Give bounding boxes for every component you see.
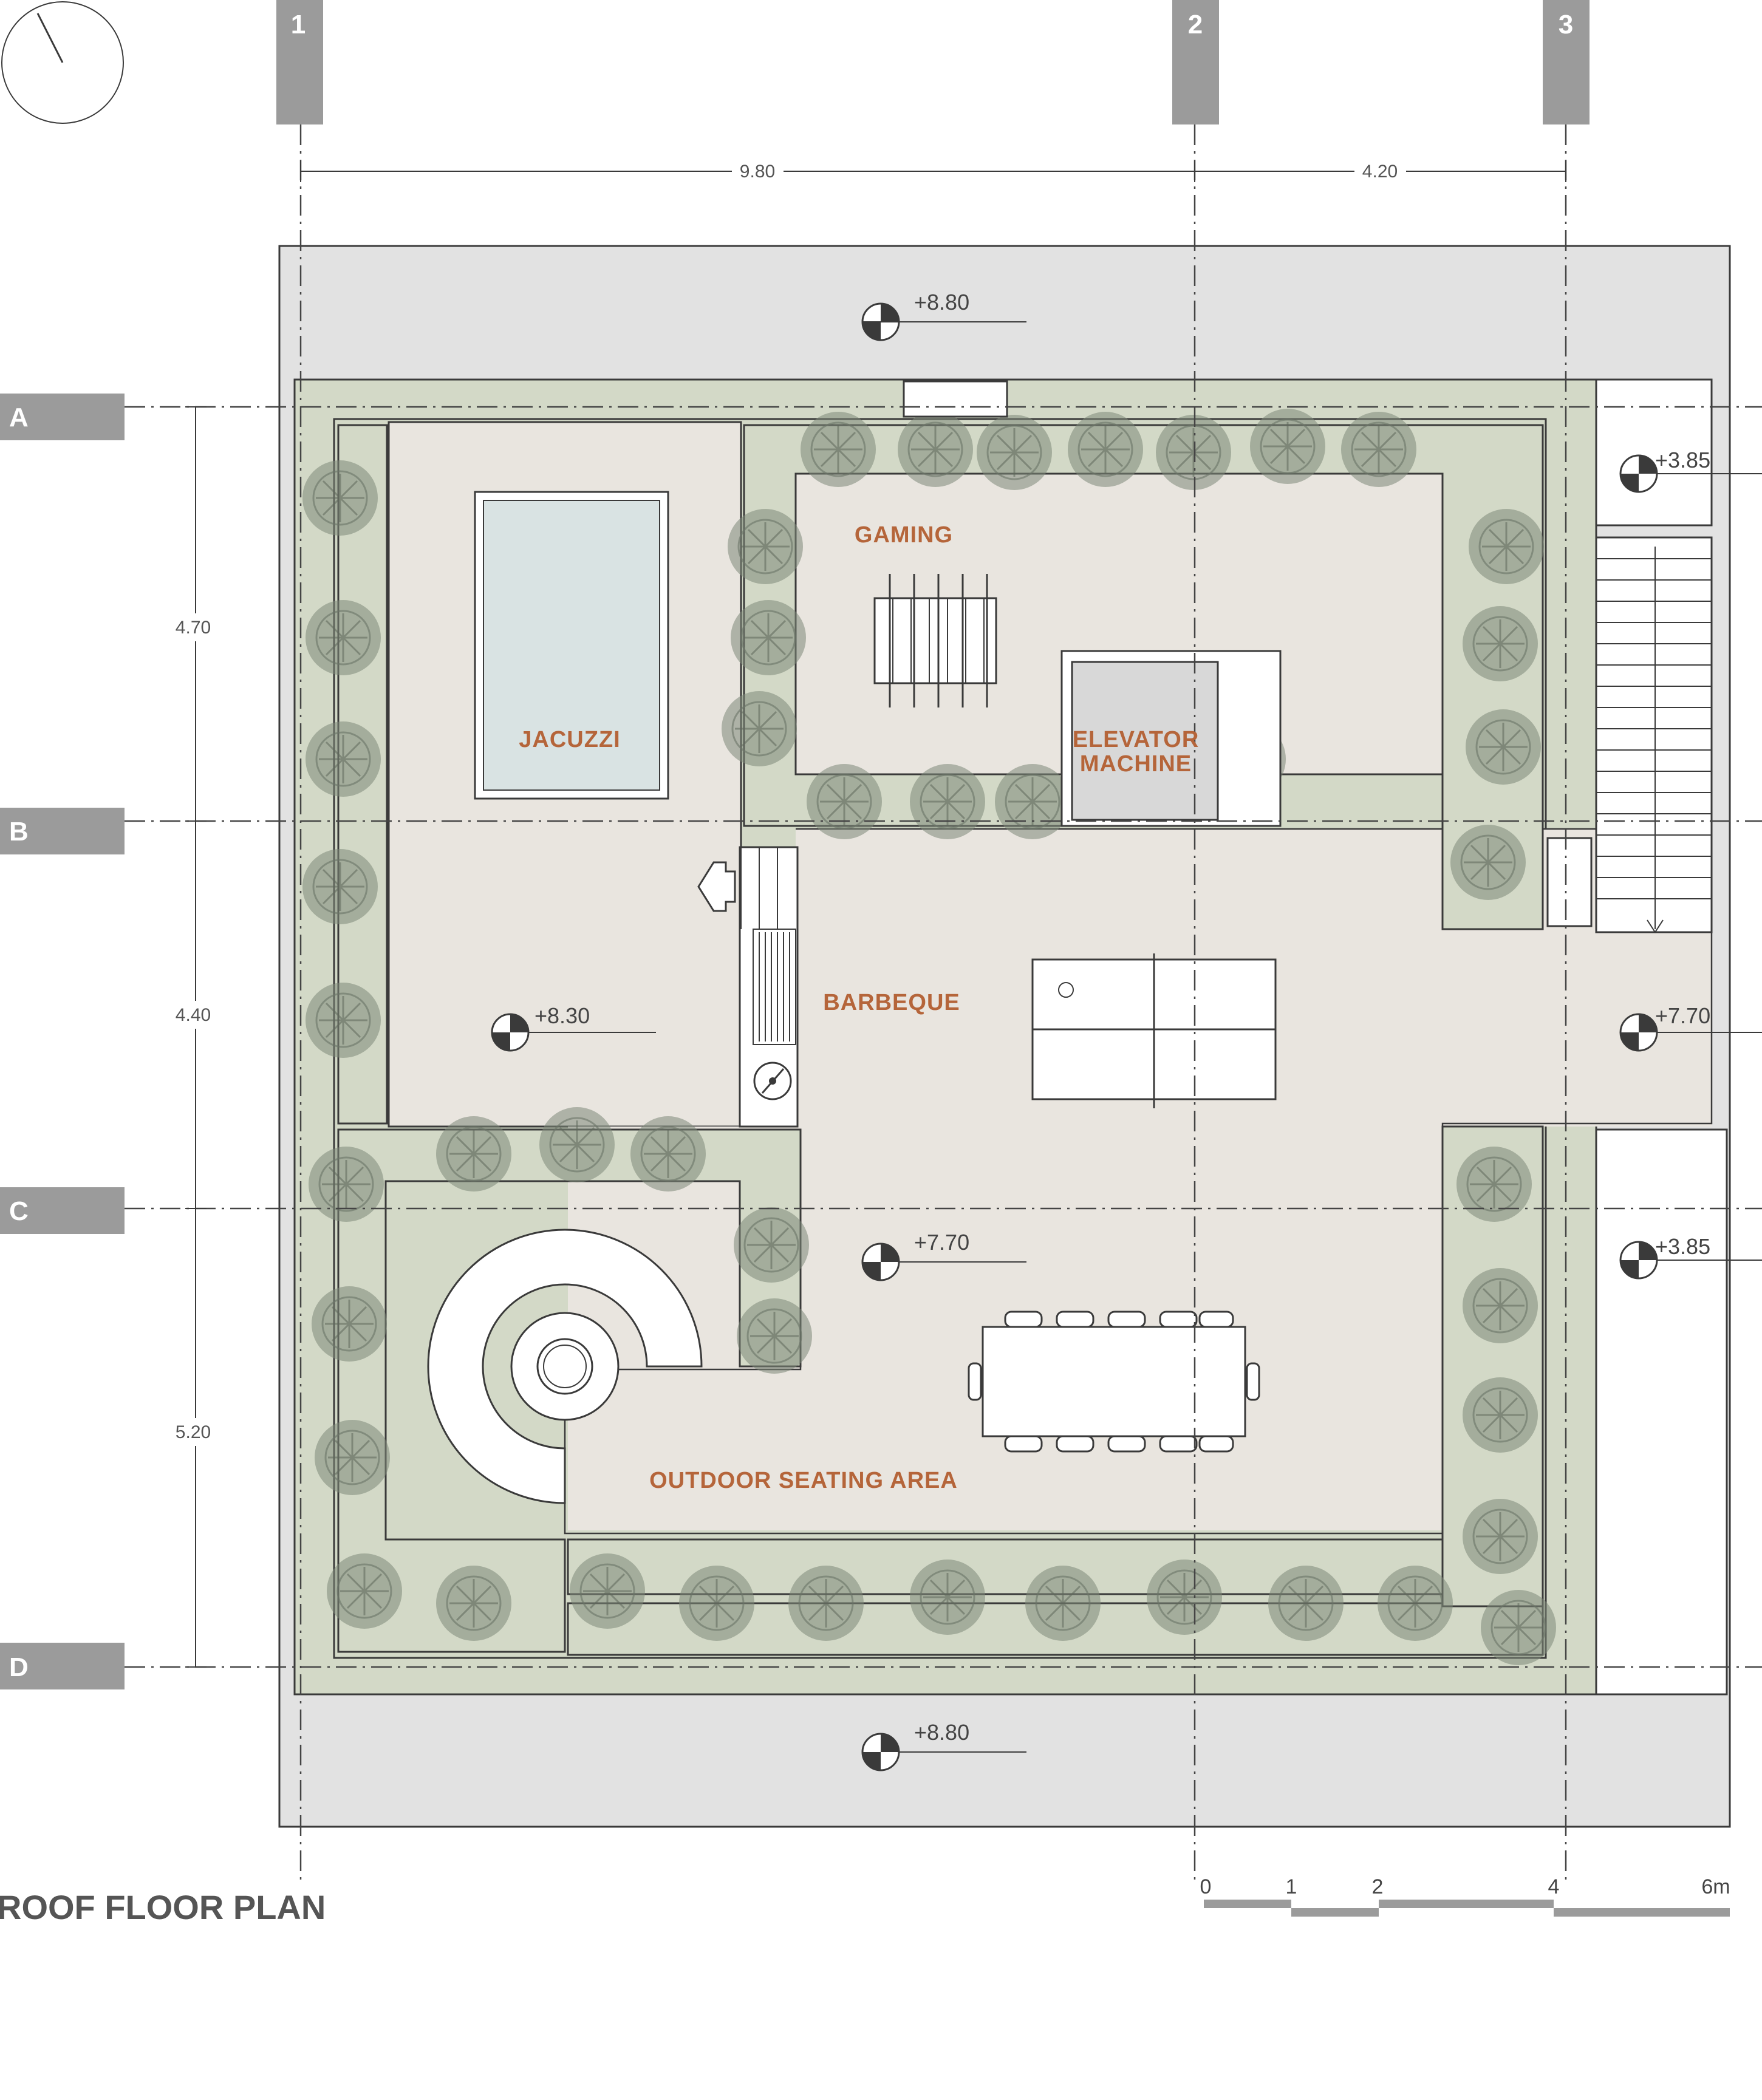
grid-tag-label: 1 (291, 10, 306, 39)
barbeque-grill-icon (753, 929, 796, 1045)
level-text: +3.85 (1655, 1234, 1710, 1259)
scale-bar: 0 1 2 4 6m (1200, 1875, 1730, 1917)
stair-landing-bottom (1595, 1128, 1728, 1696)
table-tennis-table-icon (1031, 953, 1277, 1108)
grid-tag-label: A (9, 403, 29, 432)
dimension-4-20: 4.20 (1362, 162, 1398, 182)
grid-tag-label: 2 (1188, 10, 1203, 39)
room-label-elevator-line1: ELEVATOR (1073, 727, 1200, 752)
grid-tag-3: 3 (1543, 0, 1590, 124)
dimension-9-80: 9.80 (740, 162, 775, 182)
level-marker-seating: +7.70 (861, 1230, 1026, 1281)
dimension-5-20: 5.20 (176, 1422, 211, 1442)
grid-tag-label: D (9, 1652, 29, 1682)
grid-tag-A: A (0, 394, 125, 440)
roof-hatch-top (903, 380, 1008, 418)
level-marker-top: +8.80 (861, 290, 1026, 341)
level-marker-jacuzzi: +8.30 (491, 1003, 656, 1052)
elevator-machine-core (1071, 661, 1219, 821)
scale-label-1: 1 (1286, 1875, 1297, 1898)
room-label-elevator-line2: MACHINE (1080, 751, 1192, 777)
level-text: +8.80 (914, 1720, 969, 1745)
grid-tag-label: 3 (1559, 10, 1573, 39)
level-text: +8.80 (914, 290, 969, 315)
dimension-line-horizontal: 9.80 4.20 (300, 159, 1566, 183)
step-lines (740, 847, 778, 929)
grid-tag-D: D (0, 1643, 125, 1689)
grid-tag-C: C (0, 1187, 125, 1234)
level-marker-right-top: +3.85 (1619, 448, 1762, 493)
jacuzzi-water (483, 500, 660, 791)
stair-landing-top (1595, 378, 1713, 527)
level-marker-right-mid: +7.70 (1619, 1003, 1762, 1052)
foosball-table-icon (873, 574, 997, 707)
grid-tag-label: B (9, 817, 29, 847)
grid-tag-2: 2 (1172, 0, 1219, 124)
level-marker-right-bottom: +3.85 (1619, 1234, 1762, 1280)
north-arrow-icon (1, 1, 124, 124)
room-label-jacuzzi: JACUZZI (519, 727, 620, 752)
room-label-outdoor-seating: OUTDOOR SEATING AREA (649, 1468, 958, 1493)
dining-table-icon (968, 1311, 1260, 1453)
scale-label-0: 0 (1200, 1875, 1212, 1898)
room-label-barbeque: BARBEQUE (823, 990, 960, 1015)
sink-icon (753, 1062, 792, 1100)
dimension-4-40: 4.40 (176, 1005, 211, 1025)
grid-tag-B: B (0, 808, 125, 854)
entry-arrow-icon (697, 861, 736, 912)
level-text: +3.85 (1655, 448, 1710, 472)
scale-label-4: 4 (1548, 1875, 1560, 1898)
room-label-gaming: GAMING (855, 522, 953, 548)
level-text: +7.70 (1655, 1003, 1710, 1028)
level-text: +8.30 (534, 1003, 590, 1028)
dimension-4-70: 4.70 (176, 618, 211, 638)
scale-label-2: 2 (1372, 1875, 1384, 1898)
level-marker-bottom: +8.80 (861, 1720, 1026, 1771)
level-text: +7.70 (914, 1230, 969, 1255)
stair-treads (1595, 536, 1713, 933)
fire-pit-seating (427, 1229, 703, 1504)
scale-label-6m: 6m (1701, 1875, 1730, 1898)
grid-tag-label: C (9, 1196, 29, 1226)
grid-tag-1: 1 (276, 0, 323, 124)
drawing-title: ROOF FLOOR PLAN (0, 1888, 326, 1926)
roof-hatch-right (1546, 837, 1593, 927)
dimension-line-vertical: 4.70 4.40 5.20 (170, 406, 222, 1668)
